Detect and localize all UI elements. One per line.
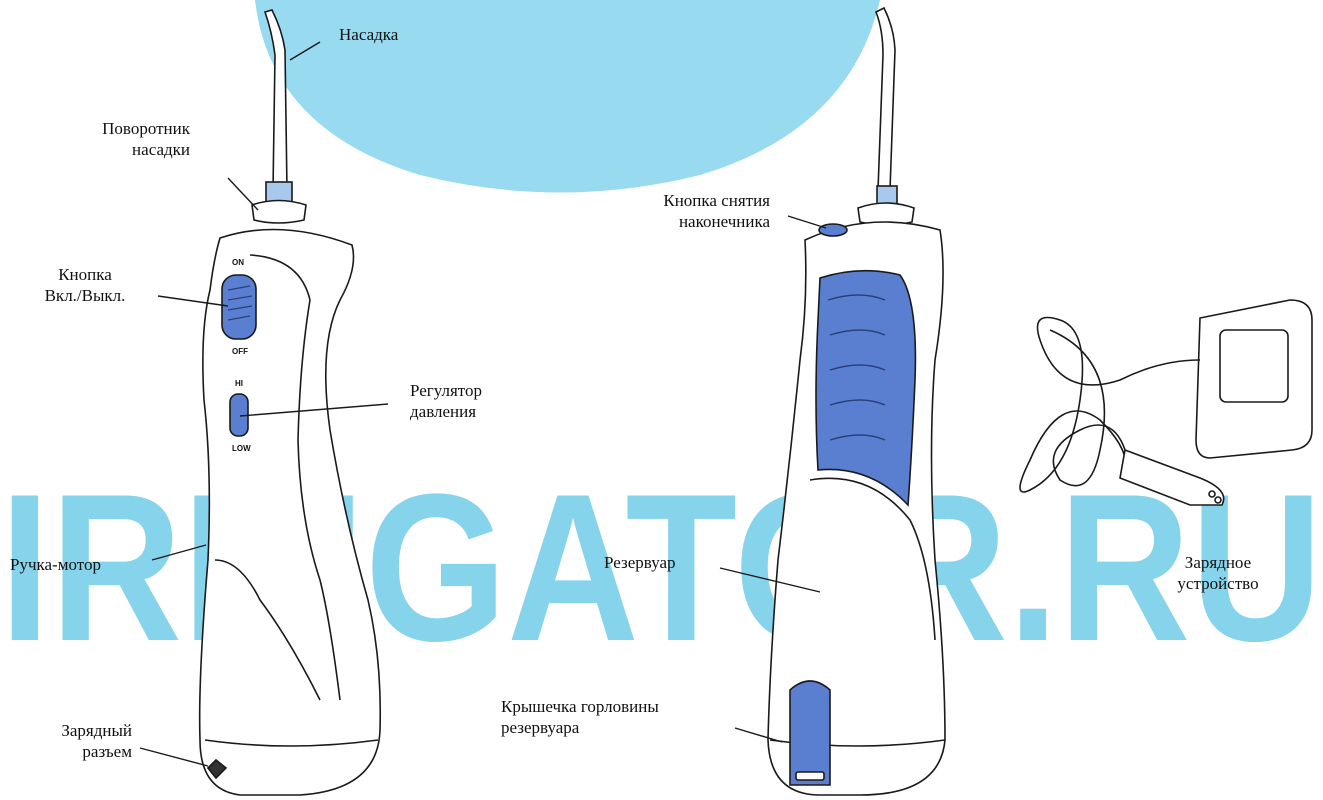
label-reservoir-cap: Крышечка горловины резервуара (501, 696, 659, 738)
leader-tip-rotator (228, 178, 258, 210)
marking-on: ON (232, 258, 244, 267)
tip-release-button (819, 224, 847, 236)
power-button (222, 275, 256, 339)
marking-low: LOW (232, 444, 251, 453)
label-handle-motor-text: Ручка-мотор (10, 554, 101, 575)
reservoir-cap (790, 681, 830, 785)
label-handle-motor: Ручка-мотор (10, 554, 101, 575)
tip-rotator-ring (252, 201, 306, 224)
label-pressure-regulator: Регулятор давления (410, 380, 482, 422)
front-tip-nozzle (876, 8, 895, 190)
label-power-button: Кнопка Вкл./Выкл. (30, 264, 140, 306)
tip-collar (266, 182, 292, 202)
label-charger-line2: устройство (1166, 573, 1270, 594)
label-charging-port-line2: разъем (30, 741, 132, 762)
label-tip-rotator-line1: Поворотник (78, 118, 190, 139)
label-reservoir-cap-line2: резервуара (501, 717, 659, 738)
leader-charging-port (140, 748, 208, 766)
leader-tip-release (788, 216, 826, 228)
charger-adapter-face (1220, 330, 1288, 402)
label-power-button-line2: Вкл./Выкл. (30, 285, 140, 306)
label-reservoir: Резервуар (604, 552, 676, 573)
label-charging-port: Зарядный разъем (30, 720, 132, 762)
label-pressure-line1: Регулятор (410, 380, 482, 401)
label-tip-rotator: Поворотник насадки (78, 118, 190, 160)
charger-plug-pin-1 (1209, 491, 1215, 497)
marking-off: OFF (232, 347, 248, 356)
label-tip-release-button: Кнопка снятия наконечника (630, 190, 770, 232)
label-tip-release-line1: Кнопка снятия (630, 190, 770, 211)
label-pressure-line2: давления (410, 401, 482, 422)
label-reservoir-cap-line1: Крышечка горловины (501, 696, 659, 717)
reservoir-window (816, 271, 915, 505)
label-reservoir-text: Резервуар (604, 552, 676, 573)
charger-plug-pin-2 (1215, 497, 1221, 503)
label-charger-line1: Зарядное (1166, 552, 1270, 573)
label-tip-text: Насадка (339, 24, 398, 45)
label-tip: Насадка (339, 24, 398, 45)
label-power-button-line1: Кнопка (30, 264, 140, 285)
reservoir-cap-latch (796, 772, 824, 780)
label-tip-release-line2: наконечника (630, 211, 770, 232)
marking-hi: HI (235, 379, 243, 388)
label-charger: Зарядное устройство (1166, 552, 1270, 594)
label-tip-rotator-line2: насадки (78, 139, 190, 160)
label-charging-port-line1: Зарядный (30, 720, 132, 741)
front-tip-collar (877, 186, 897, 204)
